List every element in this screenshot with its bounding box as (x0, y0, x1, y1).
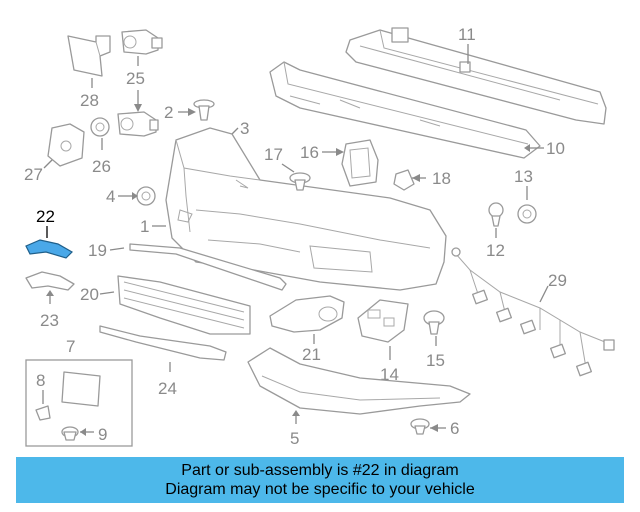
callout-6[interactable]: 6 (450, 419, 459, 438)
part-25-parking-sensor[interactable] (121, 29, 163, 55)
callout-9[interactable]: 9 (98, 425, 107, 444)
part-11-reinforcement-bar[interactable] (345, 27, 607, 125)
caption-banner: Part or sub-assembly is #22 in diagram D… (16, 457, 624, 503)
callout-3[interactable]: 3 (240, 119, 249, 138)
part-27-bracket[interactable] (47, 123, 85, 167)
part-6-clip[interactable] (410, 418, 430, 435)
callout-27[interactable]: 27 (24, 165, 43, 184)
part-24-lower-strip[interactable] (99, 325, 227, 361)
callout-25[interactable]: 25 (126, 69, 145, 88)
part-23-bracket[interactable] (25, 271, 75, 291)
part-29-wiring-harness[interactable] (451, 247, 615, 377)
part-10-energy-absorber[interactable] (269, 61, 541, 159)
part-25-parking-sensor-b[interactable] (117, 111, 159, 137)
part-18-clip[interactable] (393, 169, 415, 191)
caption-line-2: Diagram may not be specific to your vehi… (165, 481, 475, 498)
callout-21[interactable]: 21 (302, 345, 321, 364)
part-14-mount-bracket[interactable] (357, 299, 409, 343)
part-8-screw[interactable] (35, 405, 51, 421)
callout-24[interactable]: 24 (158, 379, 177, 398)
callout-13[interactable]: 13 (514, 167, 533, 186)
part-2-push-clip[interactable] (193, 99, 215, 121)
callout-10[interactable]: 10 (546, 139, 565, 158)
callout-11[interactable]: 11 (458, 25, 476, 44)
part-22-bracket-highlighted[interactable] (25, 239, 73, 259)
part-5-lower-spoiler[interactable] (247, 347, 471, 415)
callout-16[interactable]: 16 (300, 143, 319, 162)
callout-8[interactable]: 8 (36, 371, 45, 390)
callout-5[interactable]: 5 (290, 429, 299, 448)
callout-28[interactable]: 28 (80, 91, 99, 110)
part-7-license-kit[interactable] (25, 359, 133, 447)
callout-22-highlighted[interactable]: 22 (36, 207, 55, 226)
callout-1[interactable]: 1 (140, 217, 149, 236)
part-4-sensor-ring[interactable] (136, 186, 156, 206)
callout-18[interactable]: 18 (432, 169, 451, 188)
callout-12[interactable]: 12 (486, 241, 505, 260)
part-1-bumper-cover[interactable] (165, 127, 447, 291)
part-28-bracket[interactable] (67, 35, 111, 77)
part-19-molding-strip[interactable] (129, 243, 287, 291)
caption-line-1: Part or sub-assembly is #22 in diagram (181, 462, 459, 479)
part-17-clip[interactable] (289, 172, 311, 191)
callout-20[interactable]: 20 (80, 285, 99, 304)
callout-2[interactable]: 2 (164, 103, 173, 122)
part-13-washer[interactable] (517, 204, 537, 224)
callout-4[interactable]: 4 (106, 187, 115, 206)
part-16-fog-cover[interactable] (341, 139, 379, 187)
callout-23[interactable]: 23 (40, 311, 59, 330)
callout-26[interactable]: 26 (92, 157, 111, 176)
part-15-clip[interactable] (423, 310, 445, 335)
callout-29[interactable]: 29 (548, 271, 567, 290)
callout-17[interactable]: 17 (264, 145, 283, 164)
part-21-fog-trim[interactable] (269, 295, 345, 333)
callout-19[interactable]: 19 (88, 241, 107, 260)
callout-14[interactable]: 14 (380, 365, 399, 384)
callout-15[interactable]: 15 (426, 351, 445, 370)
part-20-grille[interactable] (117, 275, 251, 335)
part-9-clip-nut[interactable] (61, 426, 79, 441)
parts-diagram: 28 25 2 27 26 11 (24, 25, 615, 448)
part-12-bolt[interactable] (488, 202, 504, 227)
part-26-sensor-ring[interactable] (90, 117, 110, 137)
callout-7[interactable]: 7 (66, 337, 75, 356)
